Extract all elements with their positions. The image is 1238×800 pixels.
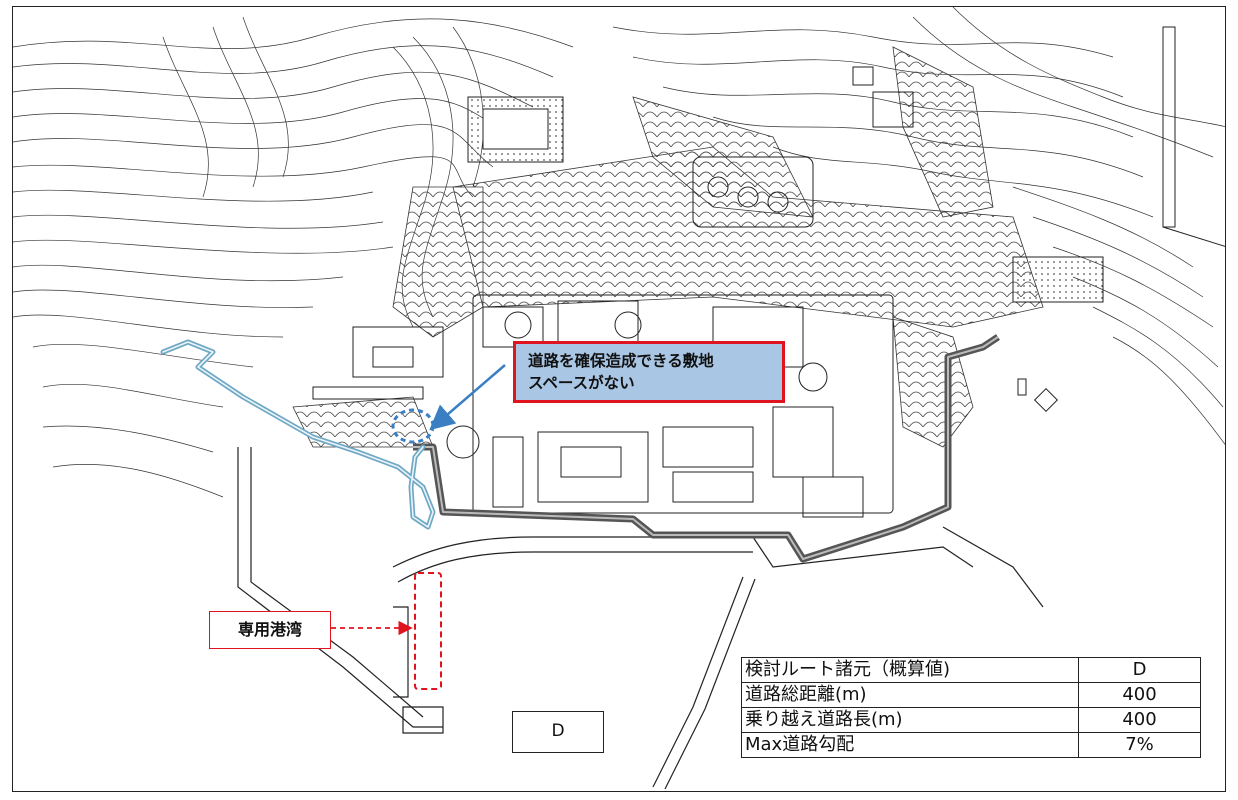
east-structures xyxy=(1017,26,1225,413)
spec-row: Max道路勾配 7% xyxy=(741,732,1201,758)
dedicated-port-zone xyxy=(414,572,442,690)
spec-row: 乗り越え道路長(m) 400 xyxy=(741,707,1201,733)
route-id-box: D xyxy=(512,711,604,753)
spec-header-row: 検討ルート諸元（概算値) D xyxy=(741,657,1201,683)
spec-header-label: 検討ルート諸元（概算値) xyxy=(741,657,1079,683)
upper-facilities xyxy=(467,66,1104,303)
dedicated-port-label: 専用港湾 xyxy=(209,611,331,649)
spec-row-label: 乗り越え道路長(m) xyxy=(741,707,1079,733)
spec-row-value: 400 xyxy=(1078,682,1201,708)
spec-row-label: Max道路勾配 xyxy=(741,732,1079,758)
callout-line-2: スペースがない xyxy=(528,374,635,392)
site-plan-map xyxy=(13,7,1225,790)
spec-row: 道路総距離(m) 400 xyxy=(741,682,1201,708)
figure-frame: 道路を確保造成できる敷地 スペースがない 専用港湾 D 検討ルート諸元（概算値)… xyxy=(12,6,1226,792)
no-space-callout: 道路を確保造成できる敷地 スペースがない xyxy=(513,341,785,403)
spec-header-value: D xyxy=(1078,657,1201,683)
spec-row-label: 道路総距離(m) xyxy=(741,682,1079,708)
spec-row-value: 7% xyxy=(1078,732,1201,758)
spec-row-value: 400 xyxy=(1078,707,1201,733)
callout-line-1: 道路を確保造成できる敷地 xyxy=(528,352,714,370)
route-spec-table: 検討ルート諸元（概算値) D 道路総距離(m) 400 乗り越え道路長(m) 4… xyxy=(741,657,1201,758)
plant-buildings xyxy=(312,294,894,518)
leader-arrow xyxy=(429,364,506,431)
